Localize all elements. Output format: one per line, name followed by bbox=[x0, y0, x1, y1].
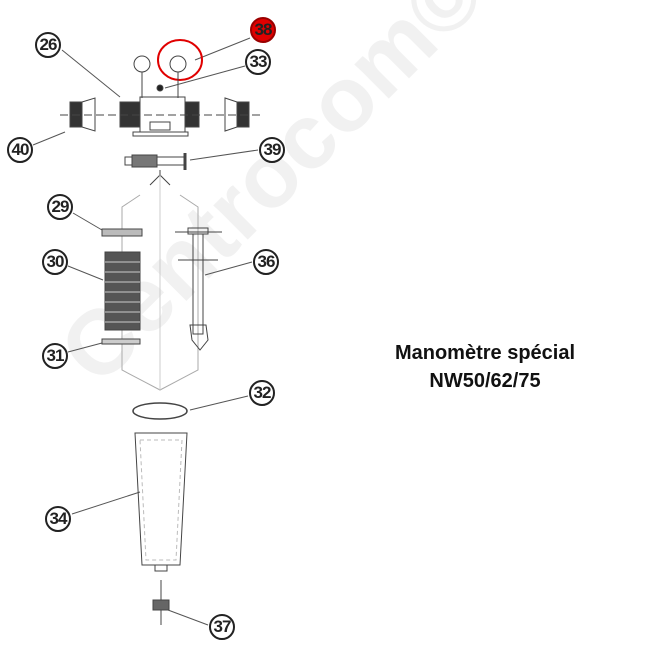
callout-31: 31 bbox=[42, 343, 68, 369]
callout-36: 36 bbox=[253, 249, 279, 275]
part-32-oring bbox=[132, 402, 188, 420]
part-30-mesh bbox=[104, 251, 141, 331]
callout-40: 40 bbox=[7, 137, 33, 163]
leader-lines bbox=[32, 37, 259, 626]
part-39 bbox=[124, 153, 187, 186]
callout-32: 32 bbox=[249, 380, 275, 406]
filter-head bbox=[60, 96, 260, 137]
callout-34: 34 bbox=[45, 506, 71, 532]
product-title-line1: Manomètre spécial bbox=[394, 342, 576, 364]
part-31 bbox=[101, 338, 141, 345]
highlight-ring bbox=[157, 39, 203, 81]
product-title-line2: NW50/62/75 bbox=[429, 370, 541, 392]
callout-39: 39 bbox=[259, 137, 285, 163]
part-36-tube bbox=[175, 227, 222, 351]
callout-29: 29 bbox=[47, 194, 73, 220]
part-37-valve bbox=[152, 580, 170, 625]
callout-30: 30 bbox=[42, 249, 68, 275]
pressure-gauges bbox=[133, 55, 187, 98]
callout-38-highlighted: 38 bbox=[250, 17, 276, 43]
callout-37: 37 bbox=[209, 614, 235, 640]
part-29 bbox=[101, 228, 143, 237]
part-34-bowl bbox=[134, 432, 188, 572]
callout-33: 33 bbox=[245, 49, 271, 75]
callout-26: 26 bbox=[35, 32, 61, 58]
